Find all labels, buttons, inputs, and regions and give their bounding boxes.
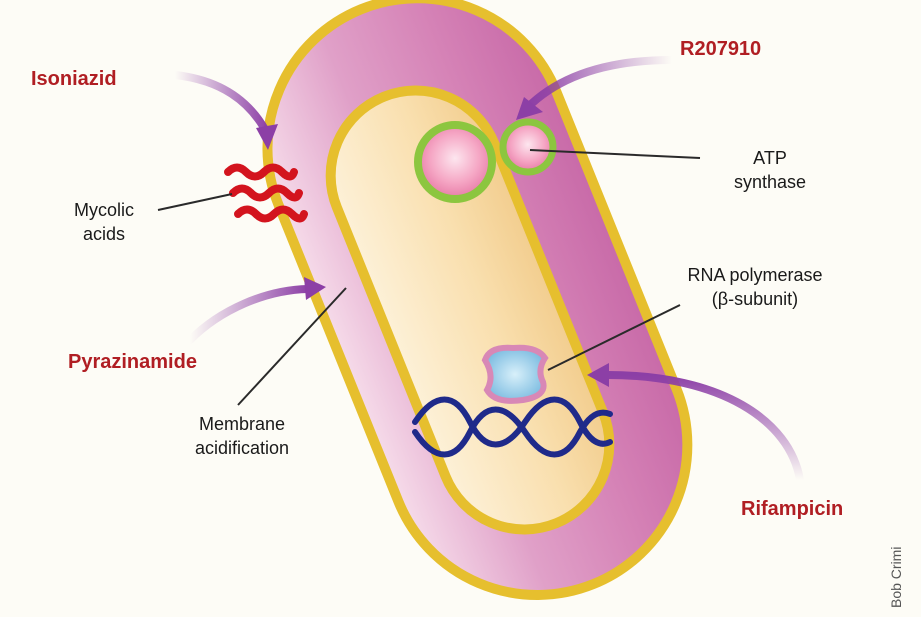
membrane-line-1: Membrane: [198, 414, 286, 434]
atp-line-2: synthase: [733, 172, 807, 192]
pyrazinamide-arrow: [186, 277, 326, 344]
atp-line-1: ATP: [753, 148, 787, 168]
rna-leader-line: [547, 304, 681, 371]
r207910-label: R207910: [680, 38, 762, 60]
atp-leader-line: [529, 149, 701, 159]
mycolic-line-1: Mycolic: [73, 200, 134, 220]
rifampicin-label: Rifampicin: [741, 498, 844, 520]
atp-synthase-shape: [414, 118, 557, 203]
mycolic-leader-line: [157, 193, 233, 211]
pyrazinamide-label: Pyrazinamide: [68, 351, 197, 373]
isoniazid-label: Isoniazid: [31, 68, 117, 90]
dna-helix: [412, 396, 613, 458]
r207910-arrow: [516, 56, 676, 120]
leader-lines: [157, 149, 701, 406]
rna-line-1: RNA polymerase: [687, 265, 823, 285]
rna-polymerase-label: RNA polymerase (β-subunit): [655, 263, 855, 311]
rifampicin-arrow: [587, 363, 804, 484]
artist-credit: Bob Crimi: [888, 546, 904, 608]
rna-line-2: (β-subunit): [711, 289, 799, 309]
cytoplasm: [325, 85, 615, 535]
atp-synthase-label: ATP synthase: [700, 146, 840, 194]
mycolic-acids-shape: [224, 163, 308, 223]
rna-polymerase-shape: [481, 344, 549, 404]
mycolic-acids-label: Mycolic acids: [50, 198, 158, 246]
membrane-acidification-label: Membrane acidification: [160, 412, 324, 460]
isoniazid-arrow: [171, 71, 278, 150]
membrane-line-2: acidification: [194, 438, 290, 458]
mycolic-line-2: acids: [82, 224, 126, 244]
membrane-leader-line: [237, 287, 347, 406]
